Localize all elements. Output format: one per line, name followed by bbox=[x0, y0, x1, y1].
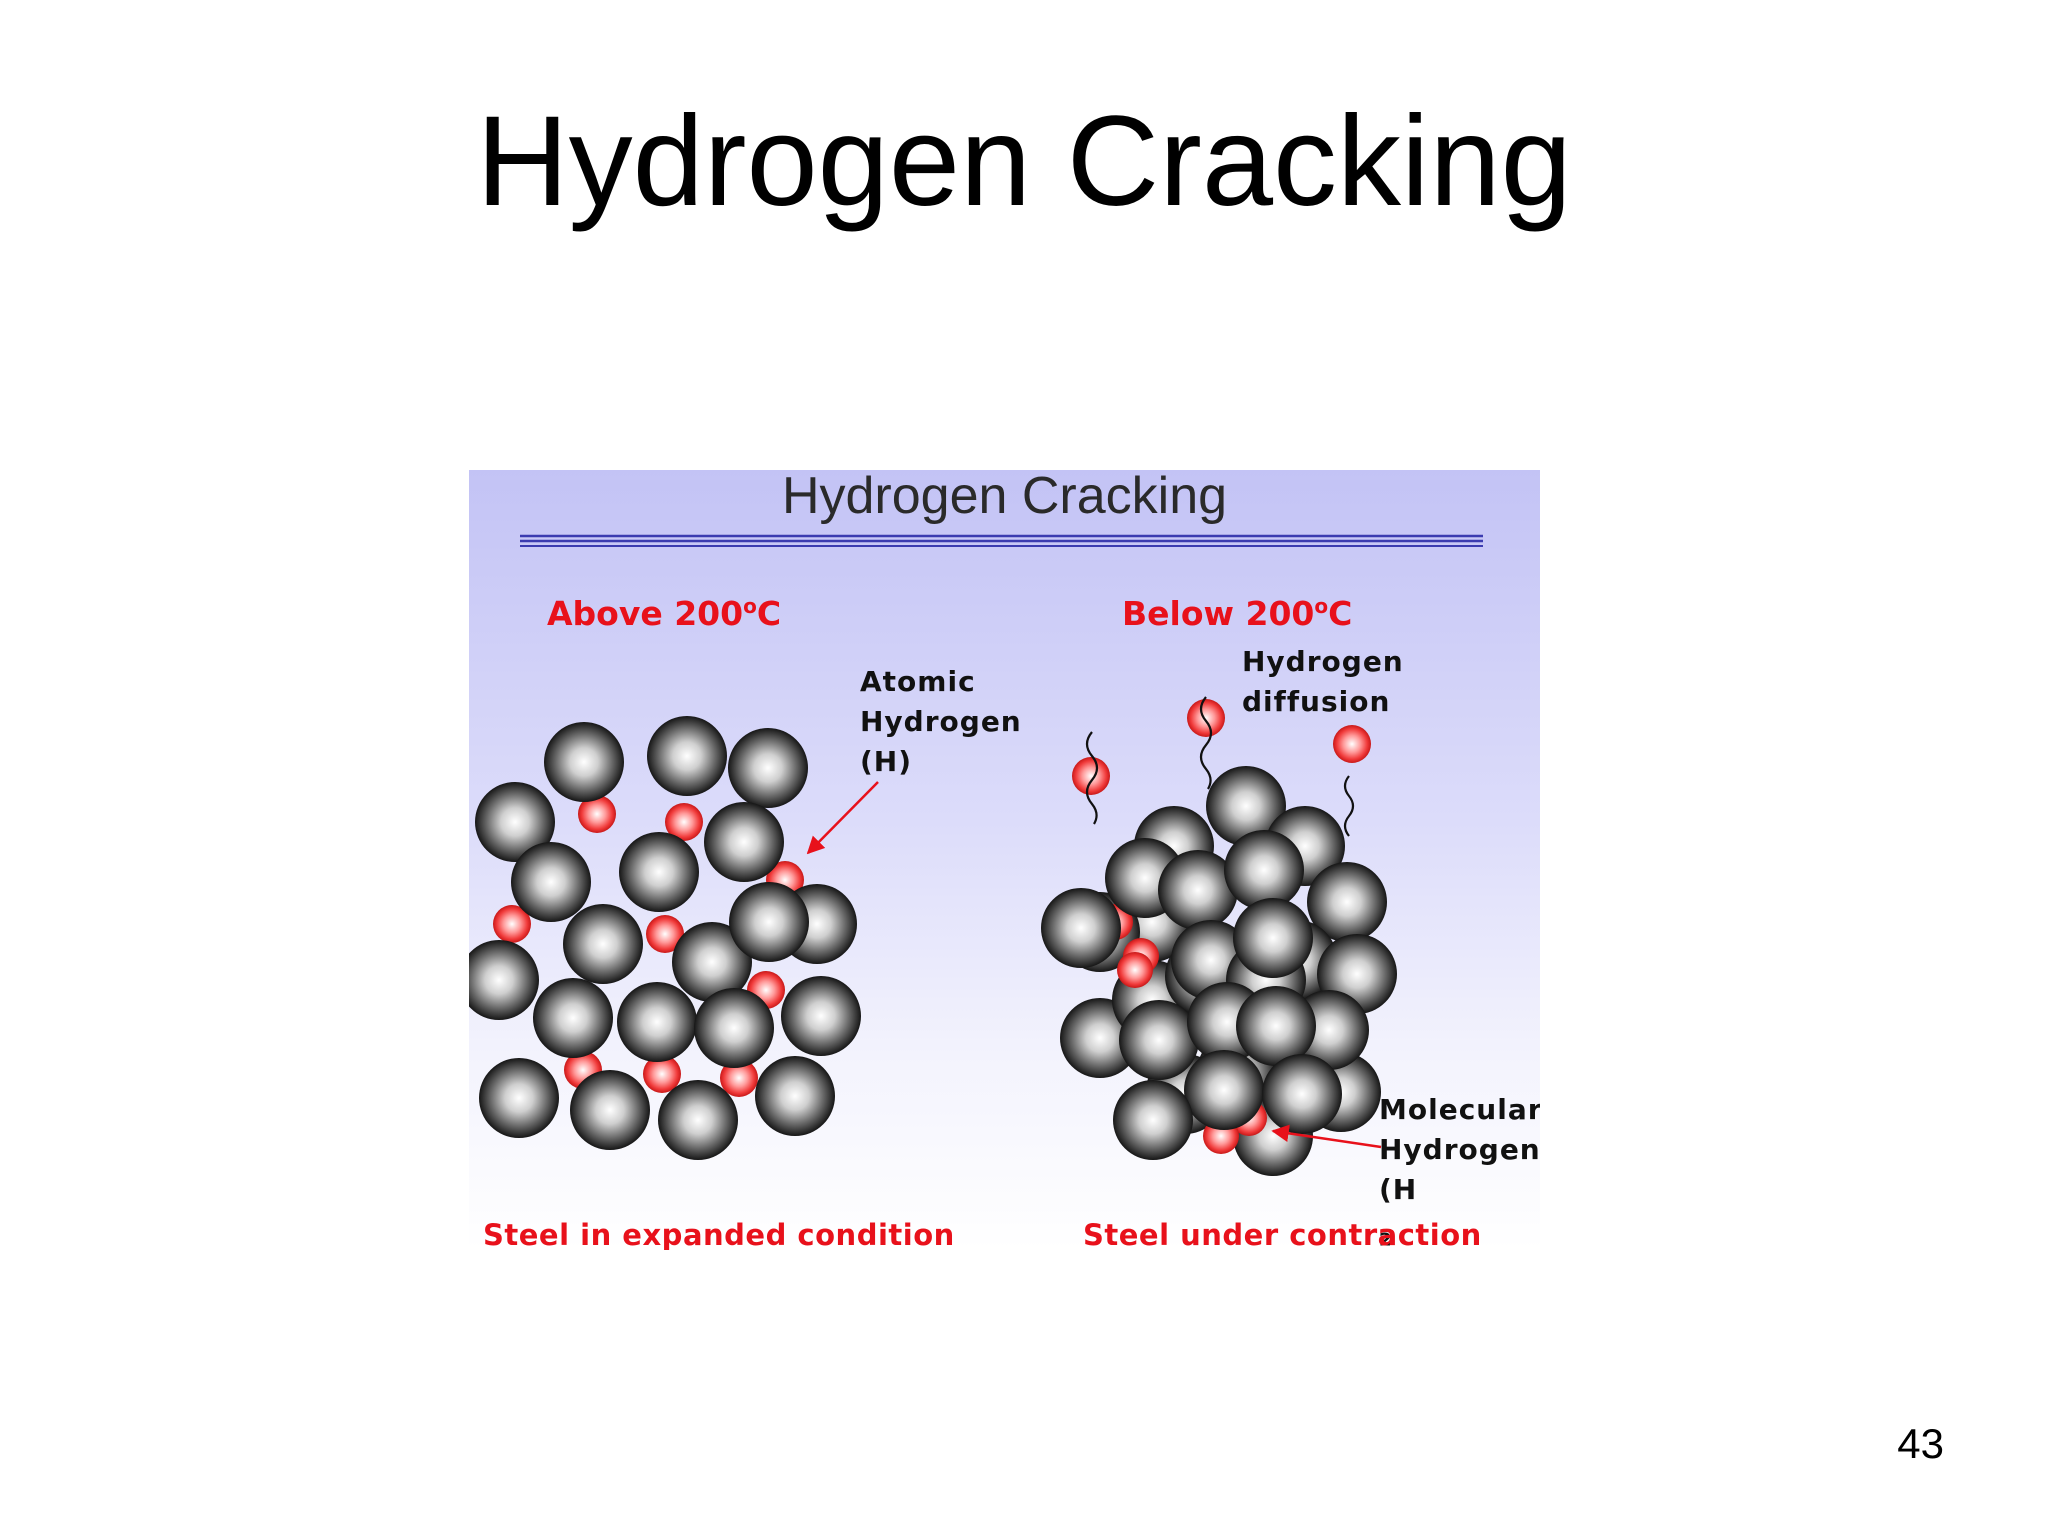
wavy-trail-icon bbox=[1199, 696, 1213, 790]
iron-atom-icon bbox=[617, 982, 697, 1062]
hydrogen-atom-icon bbox=[1117, 952, 1153, 988]
iron-atom-icon bbox=[704, 802, 784, 882]
iron-atom-icon bbox=[755, 1056, 835, 1136]
diffusion-trails bbox=[1085, 696, 1355, 837]
iron-atom-icon bbox=[672, 922, 752, 1002]
iron-atom-icon bbox=[1113, 1080, 1193, 1160]
arrow-icon bbox=[806, 781, 879, 855]
hydrogen-atom-icon bbox=[646, 915, 684, 953]
iron-atom-icon bbox=[533, 978, 613, 1058]
iron-atom-icon bbox=[781, 976, 861, 1056]
hydrogen-atom-icon bbox=[1072, 757, 1110, 795]
hydrogen-diffusion-label: Hydrogen diffusion bbox=[1242, 645, 1404, 718]
slide-title: Hydrogen Cracking bbox=[476, 90, 1572, 233]
iron-atom-icon bbox=[658, 1080, 738, 1160]
hydrogen-atom-icon bbox=[720, 1059, 758, 1097]
hydrogen-atom-icon bbox=[665, 803, 703, 841]
arrow-icon bbox=[1271, 1124, 1382, 1149]
molecular-hydrogen-label: Molecular Hydrogen (H2) bbox=[1379, 1093, 1540, 1250]
left-panel-caption: Steel in expanded condition bbox=[483, 1218, 955, 1250]
atomic-hydrogen-label: Atomic Hydrogen (H) bbox=[860, 665, 1022, 778]
iron-atom-icon bbox=[1206, 766, 1286, 846]
iron-atom-icon bbox=[511, 842, 591, 922]
hydrogen-atom-icon bbox=[578, 795, 616, 833]
hydrogen-atom-icon bbox=[1187, 699, 1225, 737]
iron-atom-icon bbox=[479, 1058, 559, 1138]
right-atom-cluster bbox=[1041, 699, 1397, 1176]
wavy-trail-icon bbox=[1343, 775, 1355, 837]
iron-atom-icon bbox=[1184, 1050, 1264, 1130]
iron-atom-icon bbox=[729, 882, 809, 962]
iron-atom-icon bbox=[1236, 986, 1316, 1066]
figure-title: Hydrogen Cracking bbox=[781, 470, 1228, 525]
left-panel-heading: Above 200oC bbox=[547, 594, 782, 633]
iron-atom-icon bbox=[1041, 888, 1121, 968]
right-panel-heading: Below 200oC bbox=[1122, 594, 1353, 633]
iron-atom-icon bbox=[563, 904, 643, 984]
iron-atom-icon bbox=[647, 716, 727, 796]
hydrogen-cracking-figure: Hydrogen Cracking Above 200oC Below 200o… bbox=[469, 470, 1540, 1250]
left-atom-cluster bbox=[469, 716, 861, 1160]
hydrogen-atom-icon bbox=[493, 905, 531, 943]
iron-atom-icon bbox=[1158, 850, 1238, 930]
iron-atom-icon bbox=[728, 728, 808, 808]
right-panel-caption: Steel under contraction bbox=[1083, 1218, 1482, 1250]
hydrogen-atom-icon bbox=[1333, 725, 1371, 763]
iron-atom-icon bbox=[570, 1070, 650, 1150]
figure-drawing bbox=[469, 534, 1483, 1176]
iron-atom-icon bbox=[1119, 1000, 1199, 1080]
iron-atom-icon bbox=[1233, 898, 1313, 978]
iron-atom-icon bbox=[1307, 862, 1387, 942]
page-number: 43 bbox=[1897, 1420, 1944, 1467]
hydrogen-atom-icon bbox=[643, 1055, 681, 1093]
iron-atom-icon bbox=[475, 782, 555, 862]
iron-atom-icon bbox=[619, 832, 699, 912]
iron-atom-icon bbox=[694, 988, 774, 1068]
title-rule bbox=[520, 534, 1483, 547]
wavy-trail-icon bbox=[1085, 731, 1099, 825]
iron-atom-icon bbox=[544, 722, 624, 802]
iron-atom-icon bbox=[469, 940, 539, 1020]
iron-atom-icon bbox=[1224, 830, 1304, 910]
iron-atom-icon bbox=[1262, 1054, 1342, 1134]
